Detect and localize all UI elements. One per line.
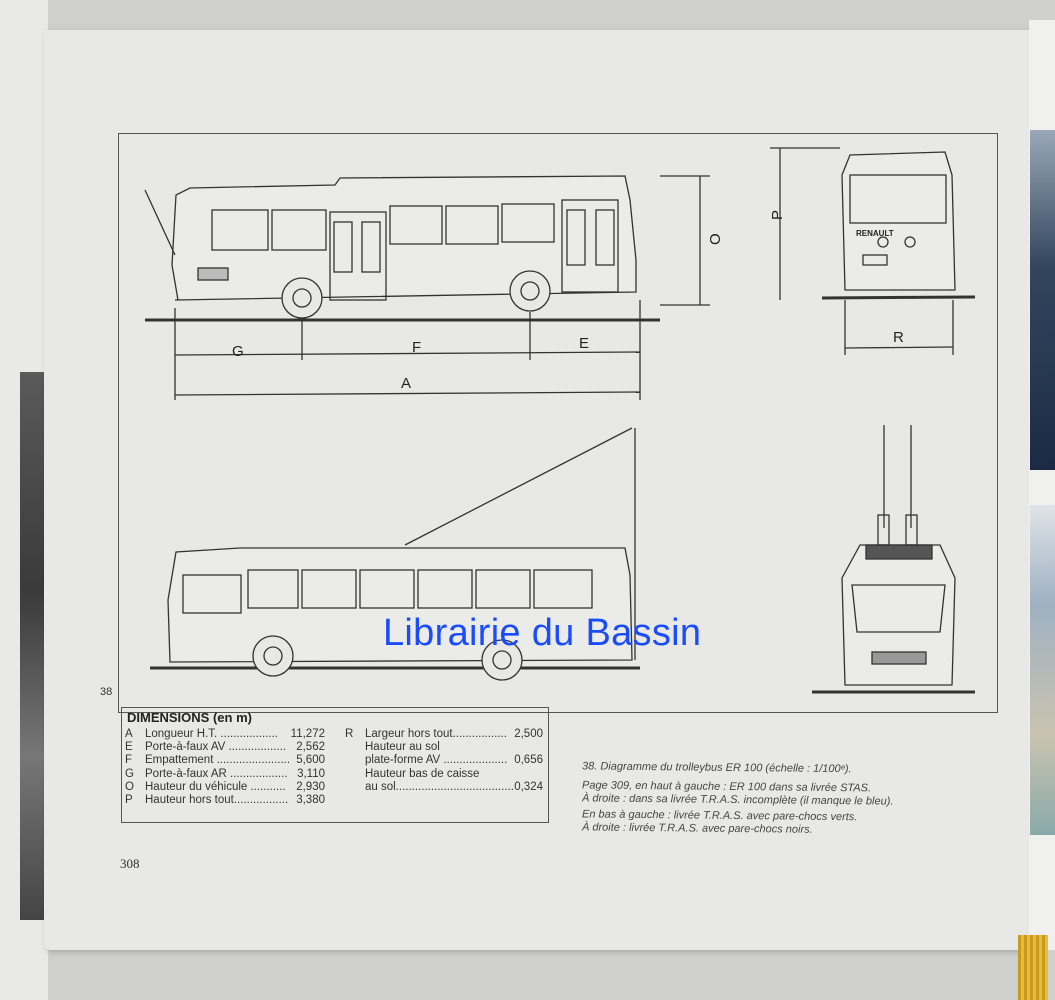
dimension-letter	[345, 741, 365, 754]
watermark: Librairie du Bassin	[383, 612, 702, 654]
dimension-letter: P	[125, 794, 133, 807]
dim-label-g: G	[232, 343, 244, 360]
dim-label-p: P	[769, 210, 786, 220]
dimension-letter: A	[125, 728, 133, 740]
dimension-label: Empattement .......................	[145, 754, 291, 767]
dimension-label: Hauteur au sol	[365, 741, 440, 754]
dimension-label: Hauteur du véhicule ...........	[145, 780, 286, 793]
dimension-label: au sol..................................…	[365, 780, 514, 793]
dimension-value: 5,600	[296, 754, 325, 767]
front-view-bottom	[812, 425, 975, 694]
right-page-photo-bottom	[1030, 505, 1055, 835]
dim-label-r: R	[893, 329, 904, 346]
dimension-value: 2,500	[514, 728, 543, 740]
dimension-letter	[345, 781, 365, 794]
caption-line: À droite : dans sa livrée T.R.A.S. incom…	[582, 792, 894, 808]
dimension-row: au sol..................................…	[345, 781, 543, 794]
dimension-letter	[345, 754, 365, 767]
dimension-label: Largeur hors tout.................	[365, 728, 507, 740]
figure-number: 38	[100, 686, 113, 698]
dimension-value: 0,656	[514, 754, 543, 767]
dimension-letter: O	[125, 780, 134, 793]
page-number: 308	[120, 856, 140, 871]
dimension-row: P Hauteur hors tout................. 3,380	[125, 794, 325, 807]
dimension-row: E Porte-à-faux AV .................. 2,562	[125, 741, 325, 754]
dim-label-a: A	[401, 375, 411, 392]
dimension-value: 0,324	[514, 780, 543, 793]
dimension-row: plate-forme AV .................... 0,656	[345, 754, 543, 767]
dimension-label: plate-forme AV ....................	[365, 754, 508, 767]
dimension-value: 3,380	[296, 794, 325, 807]
dimension-letter: E	[125, 741, 133, 754]
dimension-letter: R	[345, 728, 354, 740]
dimension-label: Porte-à-faux AV ..................	[145, 741, 287, 754]
dim-label-e: E	[579, 335, 589, 352]
dimensions-table: DIMENSIONS (en m) A Longueur H.T. .......…	[121, 707, 549, 823]
dimensions-title: DIMENSIONS (en m)	[127, 710, 252, 725]
left-page-photo	[20, 372, 46, 920]
bookmark-ribbon	[1018, 935, 1048, 1000]
dimension-value: 2,562	[296, 741, 325, 754]
dimension-letter: G	[125, 767, 134, 780]
dimension-row: F Empattement ....................... 5,60…	[125, 754, 325, 767]
diagram-frame	[118, 133, 998, 713]
dimension-row: O Hauteur du véhicule ........... 2,930	[125, 781, 325, 794]
dimension-row: R Largeur hors tout................. 2,500	[345, 728, 543, 741]
dimension-row: A Longueur H.T. .................. 11,272	[125, 728, 325, 741]
dimension-row: Hauteur au sol	[345, 741, 543, 754]
dimension-value: 2,930	[296, 780, 325, 793]
dimension-row: G Porte-à-faux AR .................. 3,110	[125, 768, 325, 781]
dimensions-right-column: R Largeur hors tout................. 2,500…	[345, 728, 543, 794]
dimension-label: Hauteur bas de caisse	[365, 767, 480, 780]
dimension-label: Longueur H.T. ..................	[145, 728, 278, 740]
front-logo: RENAULT	[856, 229, 894, 238]
figure-caption: 38. Diagramme du trolleybus ER 100 (éche…	[582, 760, 893, 840]
front-view-top: RENAULT P R	[769, 147, 976, 355]
dimension-row: Hauteur bas de caisse	[345, 768, 543, 781]
right-page-photo-top	[1030, 130, 1055, 470]
dim-label-o: O	[707, 233, 724, 245]
dimension-label: Hauteur hors tout.................	[145, 794, 289, 807]
dimension-letter	[345, 768, 365, 781]
dim-label-f: F	[412, 339, 421, 356]
side-view-bottom	[150, 427, 640, 681]
dimension-letter: F	[125, 754, 133, 767]
dimension-value: 11,272	[290, 728, 325, 740]
dimension-label: Porte-à-faux AR ..................	[145, 767, 288, 780]
caption-line: 38. Diagramme du trolleybus ER 100 (éche…	[582, 760, 852, 776]
dimension-value: 3,110	[297, 767, 325, 780]
side-view-top: G F E A O	[144, 175, 724, 400]
